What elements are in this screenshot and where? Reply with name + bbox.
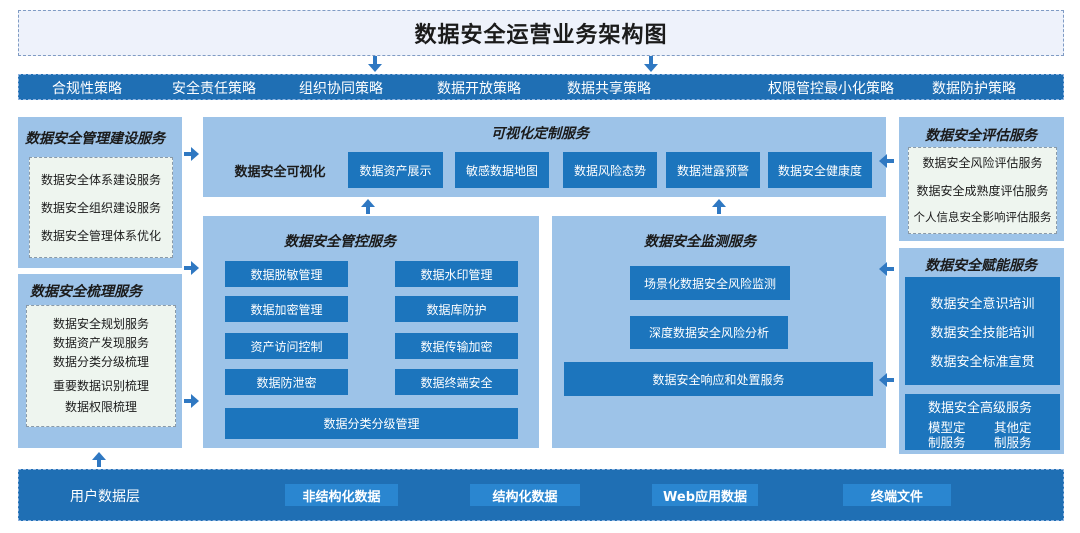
list-item: 数据安全规划服务: [52, 316, 149, 331]
diagram-title: 数据安全运营业务架构图: [18, 10, 1064, 56]
down-arrow-icon: [368, 64, 382, 72]
control-item: 资产访问控制: [225, 333, 348, 359]
control-item: 数据终端安全: [395, 369, 518, 395]
arrow-stem: [373, 56, 377, 65]
control-item: 数据防泄密: [225, 369, 348, 395]
left-arrow-icon: [879, 262, 887, 276]
strategy-item: 安全责任策略: [172, 81, 256, 97]
up-arrow-icon: [712, 199, 726, 207]
advanced-other-line1: 其他定: [994, 420, 1032, 435]
assess-title: 数据安全评估服务: [925, 128, 1037, 144]
monitor-title: 数据安全监测服务: [644, 234, 756, 250]
data-chip-unstructured: 非结构化数据: [285, 484, 398, 506]
list-item: 数据安全标准宣贯: [930, 354, 1035, 370]
control-item: 数据脱敏管理: [225, 261, 348, 287]
control-item: 数据传输加密: [395, 333, 518, 359]
up-arrow-icon: [361, 199, 375, 207]
advanced-other-line2: 制服务: [994, 435, 1032, 450]
control-item-classification: 数据分类分级管理: [225, 408, 518, 439]
control-item: 数据库防护: [395, 296, 518, 322]
arrow-stem: [717, 206, 721, 214]
right-arrow-icon: [191, 147, 199, 161]
strategy-item: 合规性策略: [52, 81, 122, 97]
mgmt-build-list: 数据安全体系建设服务 数据安全组织建设服务 数据安全管理体系优化: [29, 157, 173, 258]
visual-item-health: 数据安全健康度: [768, 152, 872, 188]
empower-list: 数据安全意识培训 数据安全技能培训 数据安全标准宣贯: [905, 277, 1060, 385]
mgmt-build-title: 数据安全管理建设服务: [25, 131, 165, 147]
list-item: 数据安全技能培训: [930, 325, 1035, 341]
advanced-title: 数据安全高级服务: [927, 400, 1032, 416]
list-item: 数据安全组织建设服务: [40, 200, 161, 215]
visual-title: 可视化定制服务: [491, 126, 589, 142]
list-item: 数据资产发现服务: [52, 335, 149, 350]
data-chip-structured: 结构化数据: [470, 484, 580, 506]
strategy-item: 数据防护策略: [932, 81, 1016, 97]
list-item: 数据安全成熟度评估服务: [916, 183, 1049, 198]
monitor-item: 深度数据安全风险分析: [630, 316, 788, 349]
strategy-item: 权限管控最小化策略: [768, 81, 894, 97]
arrow-stem: [886, 267, 894, 271]
visual-item-asset-display: 数据资产展示: [348, 152, 443, 188]
down-arrow-icon: [644, 64, 658, 72]
list-item: 数据分类分级梳理: [52, 354, 149, 369]
arrow-stem: [97, 459, 101, 467]
right-arrow-icon: [191, 394, 199, 408]
advanced-model-line2: 制服务: [928, 435, 966, 450]
data-chip-terminal: 终端文件: [843, 484, 951, 506]
list-item: 数据安全风险评估服务: [922, 155, 1043, 170]
left-arrow-icon: [879, 154, 887, 168]
assess-list: 数据安全风险评估服务 数据安全成熟度评估服务 个人信息安全影响评估服务: [908, 147, 1057, 234]
arrow-stem: [184, 266, 192, 270]
list-item: 数据安全意识培训: [930, 296, 1035, 312]
strategy-item: 数据开放策略: [437, 81, 521, 97]
control-item: 数据水印管理: [395, 261, 518, 287]
arrow-stem: [366, 206, 370, 214]
strategy-item: 数据共享策略: [567, 81, 651, 97]
list-item: 数据权限梳理: [64, 399, 137, 414]
sorting-list: 数据安全规划服务 数据资产发现服务 数据分类分级梳理 重要数据识别梳理 数据权限…: [26, 305, 176, 427]
empower-title: 数据安全赋能服务: [925, 258, 1037, 274]
visual-label: 数据安全可视化: [234, 164, 326, 180]
control-item: 数据加密管理: [225, 296, 348, 322]
user-layer-label: 用户数据层: [70, 489, 140, 505]
list-item: 重要数据识别梳理: [52, 378, 149, 393]
arrow-stem: [886, 378, 894, 382]
sorting-title: 数据安全梳理服务: [30, 284, 142, 300]
arrow-stem: [184, 152, 192, 156]
data-chip-web: Web应用数据: [652, 484, 758, 506]
advanced-model-line1: 模型定: [928, 420, 966, 435]
monitor-item: 场景化数据安全风险监测: [630, 266, 790, 300]
advanced-box: 数据安全高级服务 模型定 制服务 其他定 制服务: [905, 394, 1060, 450]
up-arrow-icon: [92, 452, 106, 460]
visual-item-leak-warning: 数据泄露预警: [666, 152, 760, 188]
list-item: 数据安全管理体系优化: [40, 228, 161, 243]
right-arrow-icon: [191, 261, 199, 275]
arrow-stem: [649, 56, 653, 65]
arrow-stem: [886, 159, 894, 163]
strategy-bar: 合规性策略 安全责任策略 组织协同策略 数据开放策略 数据共享策略 权限管控最小…: [18, 74, 1064, 100]
monitor-item-response: 数据安全响应和处置服务: [564, 362, 873, 396]
list-item: 个人信息安全影响评估服务: [913, 210, 1052, 224]
visual-item-risk-situation: 数据风险态势: [563, 152, 657, 188]
left-arrow-icon: [879, 373, 887, 387]
list-item: 数据安全体系建设服务: [40, 172, 161, 187]
arrow-stem: [184, 399, 192, 403]
control-title: 数据安全管控服务: [284, 234, 396, 250]
visual-item-sensitive-map: 敏感数据地图: [455, 152, 549, 188]
strategy-item: 组织协同策略: [299, 81, 383, 97]
